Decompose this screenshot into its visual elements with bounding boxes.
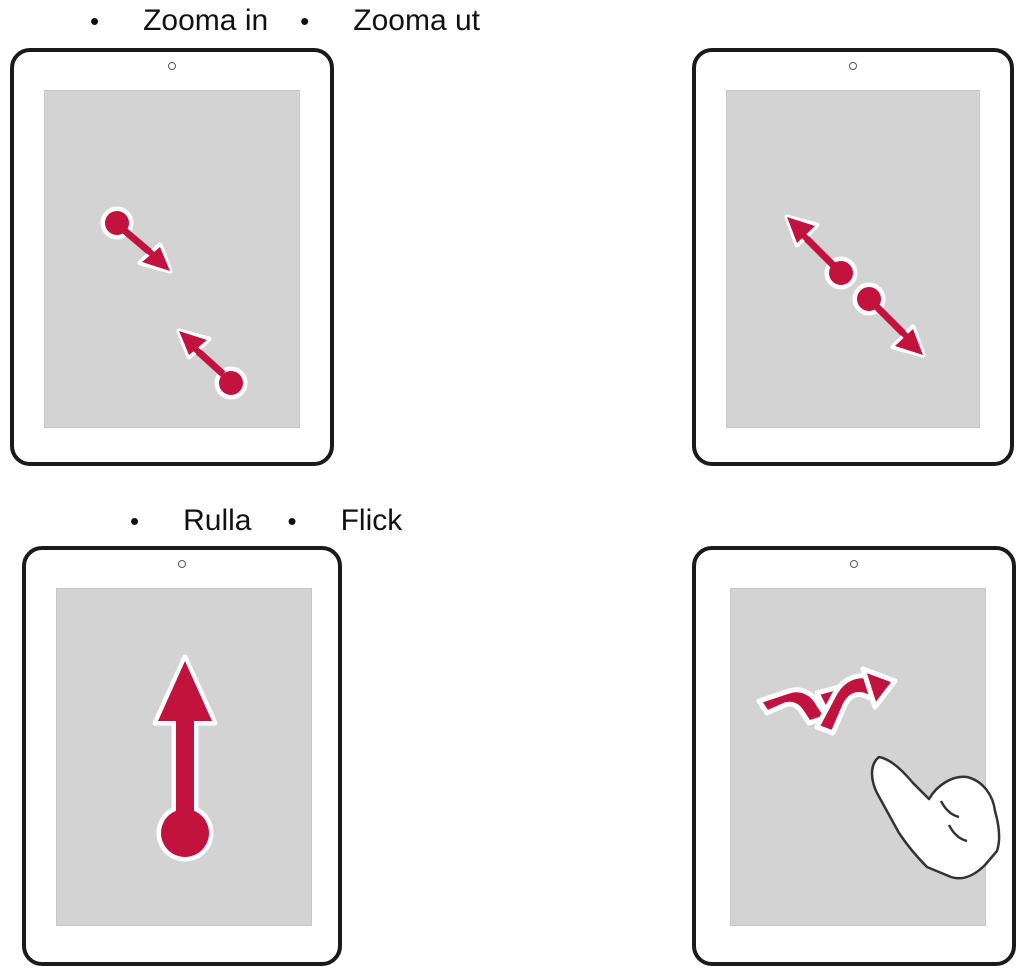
camera-icon	[850, 560, 858, 568]
label-flick: Flick	[340, 504, 403, 537]
camera-icon	[168, 62, 176, 70]
flick-hand-icon	[756, 666, 1001, 880]
label-row-scroll: • Rulla • Flick	[130, 506, 426, 536]
label-zoom-out: Zooma ut	[353, 4, 481, 37]
tablet-zoom-out	[692, 48, 1014, 466]
tablet-zoom-in	[10, 48, 334, 466]
pinch-in-icon	[100, 206, 248, 400]
label-scroll: Rulla	[183, 504, 252, 537]
tablet-screen	[44, 90, 300, 428]
tablet-screen	[726, 90, 980, 428]
tablet-screen	[730, 588, 1001, 926]
tablet-flick	[692, 546, 1016, 966]
bullet: •	[300, 6, 310, 36]
swipe-up-icon	[152, 654, 218, 862]
tablet-screen	[56, 588, 312, 926]
label-zoom-in: Zooma in	[143, 4, 269, 37]
bullet: •	[287, 506, 297, 536]
bullet: •	[130, 506, 140, 536]
label-row-zoom: • Zooma in • Zooma ut	[90, 6, 504, 36]
tablet-scroll	[22, 546, 342, 966]
camera-icon	[178, 560, 186, 568]
camera-icon	[849, 62, 857, 70]
bullet: •	[90, 6, 100, 36]
pinch-out-icon	[784, 214, 926, 358]
